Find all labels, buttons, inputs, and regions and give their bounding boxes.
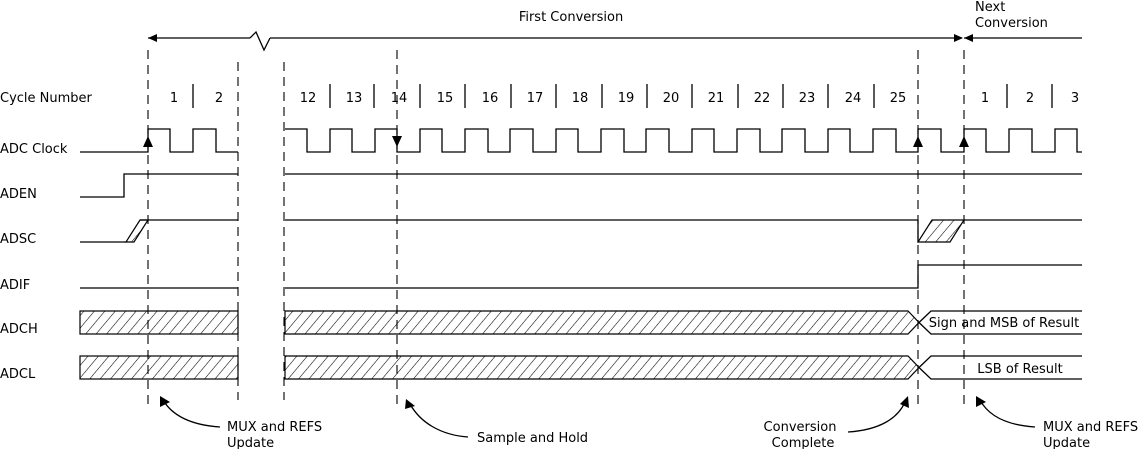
cycle-first-25: 25 <box>890 91 907 106</box>
label-adsc: ADSC <box>0 232 36 247</box>
cycle-next-2: 2 <box>1026 91 1034 106</box>
annotation-mux-update-1-line2: Update <box>227 436 274 449</box>
label-aden: ADEN <box>0 187 37 202</box>
next-conversion-label-line2: Conversion <box>975 16 1048 31</box>
break-gap-lines <box>237 62 285 400</box>
first-conversion-label: First Conversion <box>519 10 623 25</box>
cycle-first-15: 15 <box>437 91 454 106</box>
cycle-first-22: 22 <box>754 91 771 106</box>
cycle-first-20: 20 <box>663 91 680 106</box>
next-conversion-label-line1: Next <box>975 0 1005 15</box>
annotation-mux-update-1-line1: MUX and REFS <box>227 420 322 435</box>
first-conversion-arrow <box>148 30 963 52</box>
next-conversion-arrow <box>964 34 1082 42</box>
label-adch: ADCH <box>0 322 38 337</box>
adch-result-value: Sign and MSB of Result <box>929 316 1079 331</box>
adsc-waveform <box>80 219 1082 243</box>
adcl-result-value: LSB of Result <box>977 362 1062 377</box>
cycle-first-13: 13 <box>346 91 363 106</box>
adif-waveform <box>80 264 1082 289</box>
cycle-first-17: 17 <box>527 91 544 106</box>
cycle-first-12: 12 <box>300 91 317 106</box>
cycle-first-16: 16 <box>482 91 499 106</box>
cycle-number-row: 1 2 12 13 14 15 16 17 18 19 20 21 22 23 … <box>170 84 1079 108</box>
label-adif: ADIF <box>0 278 30 293</box>
annotation-mux-update-2-line1: MUX and REFS <box>1043 420 1138 435</box>
adc-clock-waveform <box>80 128 1082 153</box>
cycle-next-3: 3 <box>1071 91 1079 106</box>
annotation-conversion-complete-line2: Complete <box>772 436 835 449</box>
cycle-first-21: 21 <box>708 91 725 106</box>
adch-waveform <box>79 310 1082 335</box>
cycle-next-1: 1 <box>981 91 989 106</box>
annotation-arrows <box>160 396 1036 438</box>
cycle-first-24: 24 <box>845 91 862 106</box>
aden-waveform <box>80 173 1082 198</box>
cycle-first-19: 19 <box>618 91 635 106</box>
label-adcl: ADCL <box>0 367 36 382</box>
cycle-first-2: 2 <box>215 91 223 106</box>
label-cycle-number: Cycle Number <box>0 91 93 106</box>
label-adc-clock: ADC Clock <box>0 142 68 157</box>
cycle-first-18: 18 <box>572 91 589 106</box>
cycle-first-23: 23 <box>799 91 816 106</box>
annotation-mux-update-2-line2: Update <box>1043 436 1090 449</box>
cycle-first-14: 14 <box>391 91 408 106</box>
annotation-conversion-complete-line1: Conversion <box>764 420 837 435</box>
adcl-waveform <box>79 355 1082 380</box>
annotation-sample-hold: Sample and Hold <box>477 431 588 446</box>
cycle-first-1: 1 <box>170 91 178 106</box>
